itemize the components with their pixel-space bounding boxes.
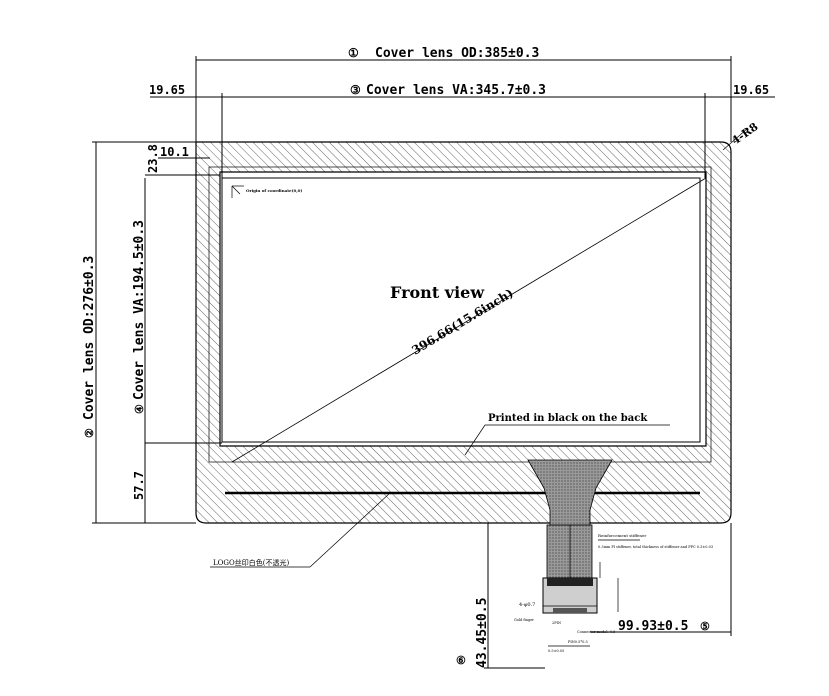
diagonal-line [231, 177, 707, 463]
fpc-length-label: 43.45±0.5 [475, 598, 490, 668]
margin-right-label: 19.65 [733, 83, 769, 97]
top-border-label: 23.8 [146, 144, 160, 173]
od-width-label: Cover lens OD:385±0.3 [375, 46, 539, 61]
gold-note: Gold finger [514, 618, 534, 622]
black-print-outline [208, 166, 712, 463]
viewing-area [221, 177, 701, 443]
pin-note: 2PIN [552, 621, 561, 625]
logo-note: LOGO丝印白色(不透光) [213, 558, 289, 567]
reinforce-note: Reinforcement stiffener [598, 533, 646, 538]
corner-radius-label: 4-R8 [729, 120, 761, 147]
bottom-note-b: 0.5±0.05 [548, 649, 564, 653]
va-height-label: Cover lens VA:194.5±0.3 [132, 220, 147, 400]
va-width-number: ③ [350, 83, 361, 97]
left-border-label: 10.1 [160, 145, 189, 159]
printed-note: Printed in black on the back [488, 413, 648, 424]
margin-left-label: 19.65 [149, 83, 185, 97]
od-width-number: ① [348, 46, 359, 60]
od-height-number: ② [83, 428, 96, 438]
bottom-note-a: PIN0.5*0.5 [568, 640, 588, 644]
pitch-note: 4-φ0.7 [519, 602, 535, 608]
connector-note: Connector model: 0.5 [577, 630, 615, 634]
od-height-label: Cover lens OD:276±0.3 [82, 256, 97, 420]
fpc-offset-label: 99.93±0.5 [618, 619, 688, 634]
origin-label: Origin of coordinate(0,0) [246, 188, 302, 193]
bottom-border-label: 57.7 [132, 471, 146, 500]
fpc-offset-number: ⑤ [700, 620, 710, 633]
contact-note: 0.3mm PI stiffener, total thickness of s… [598, 545, 713, 549]
cover-lens-border [195, 141, 732, 524]
va-width-label: Cover lens VA:345.7±0.3 [366, 83, 546, 98]
fpc-length-number: ⑥ [456, 654, 466, 667]
front-view-label: Front view [390, 283, 485, 302]
va-height-number: ④ [133, 404, 146, 414]
